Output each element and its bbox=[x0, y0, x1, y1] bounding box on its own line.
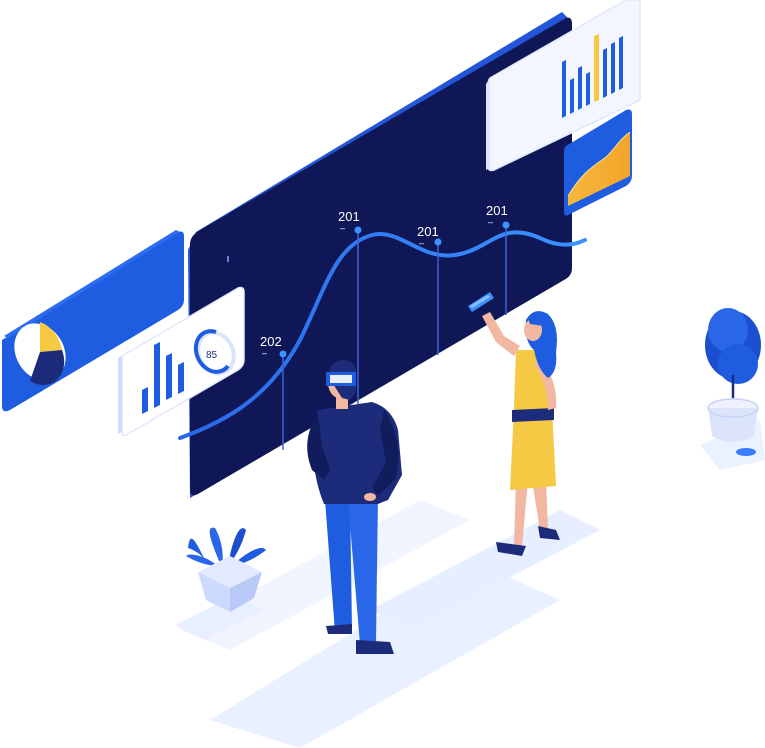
gauge-value: 85 bbox=[206, 350, 218, 361]
point-2 bbox=[354, 226, 362, 234]
bar-chart-icon bbox=[562, 34, 623, 118]
point-1 bbox=[279, 350, 287, 358]
top-bar-chart-panel bbox=[486, 0, 641, 172]
woman-figure bbox=[468, 292, 560, 556]
point-label-2-sub: – bbox=[340, 223, 345, 233]
point-4 bbox=[502, 221, 510, 229]
bar-gauge-panel: 85 bbox=[118, 286, 245, 437]
plant-icon bbox=[186, 527, 266, 612]
point-label-3: 201 bbox=[417, 224, 439, 239]
gauge-icon: 85 bbox=[193, 329, 236, 376]
area-chart-icon bbox=[567, 131, 631, 206]
point-label-4-sub: – bbox=[488, 217, 493, 227]
point-label-4: 201 bbox=[486, 203, 508, 218]
bar-chart-icon bbox=[142, 342, 184, 414]
man-figure bbox=[307, 360, 402, 654]
floor-shadows bbox=[175, 420, 765, 748]
point-3 bbox=[434, 238, 442, 246]
tree-icon bbox=[705, 308, 761, 442]
point-label-1-sub: – bbox=[262, 348, 267, 358]
area-chart-panel bbox=[564, 109, 632, 216]
board-line-chart: 202 – 201 – 201 – 201 – bbox=[178, 203, 587, 450]
point-label-2: 201 bbox=[338, 209, 360, 224]
pie-chart-icon bbox=[14, 322, 66, 385]
trend-line bbox=[178, 230, 587, 440]
pie-chart-panel bbox=[2, 230, 184, 412]
point-label-3-sub: – bbox=[419, 238, 424, 248]
point-label-1: 202 bbox=[260, 334, 282, 349]
phone-icon bbox=[468, 292, 494, 312]
